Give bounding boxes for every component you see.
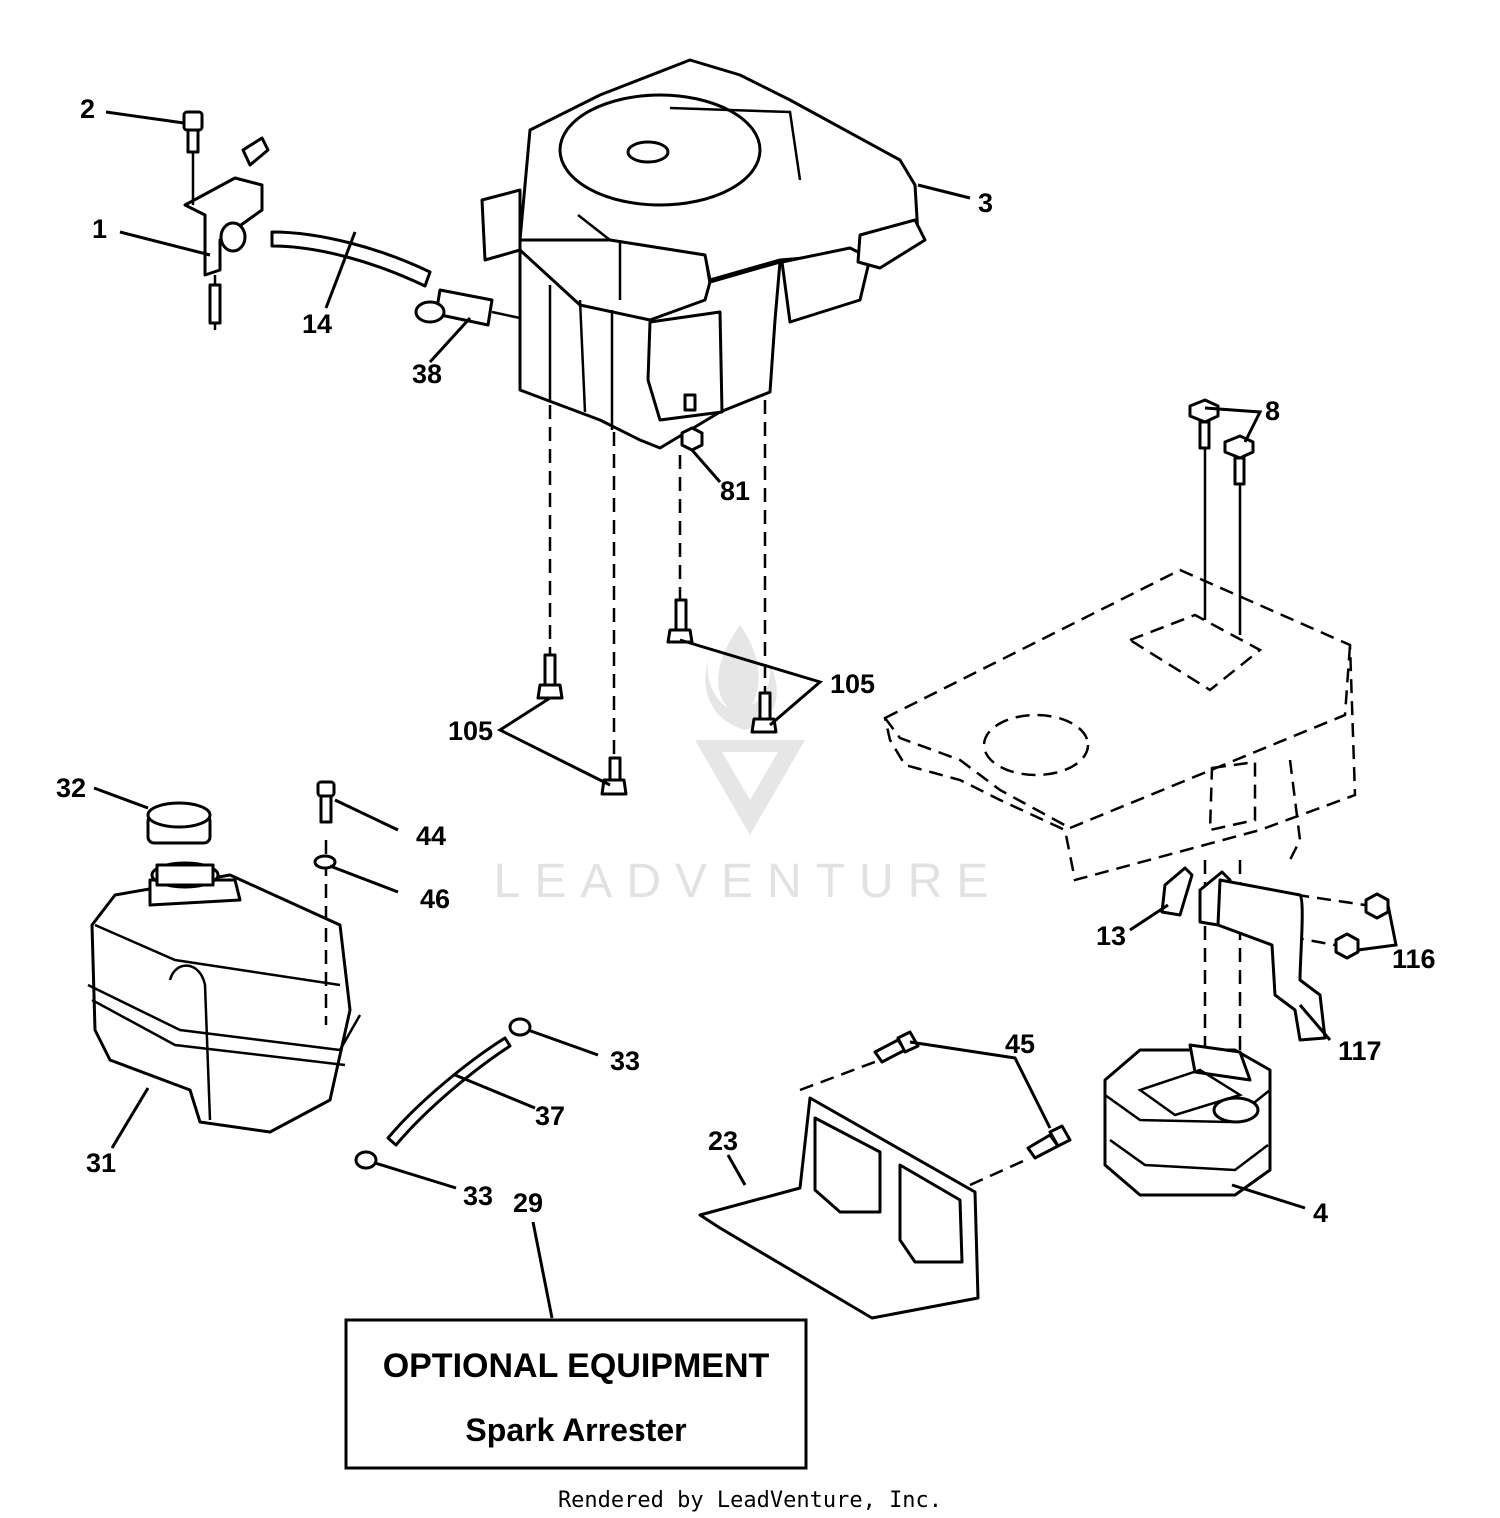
label-part-3: 3 [978, 188, 993, 218]
label-part-23: 23 [708, 1126, 738, 1156]
optional-equipment-subtitle: Spark Arrester [465, 1412, 686, 1448]
muffler [1103, 1043, 1272, 1197]
label-part-44: 44 [416, 821, 446, 851]
drain-nut [680, 426, 704, 452]
label-part-37: 37 [535, 1101, 565, 1131]
tractor-frame [883, 568, 1357, 882]
heat-shield [698, 1096, 980, 1320]
fuel-cap [146, 801, 212, 845]
throttle-bracket [183, 136, 270, 330]
render-credit: Rendered by LeadVenture, Inc. [558, 1488, 942, 1513]
hose-clamps [354, 1017, 532, 1170]
label-part-105-right: 105 [830, 669, 875, 699]
exhaust-pipe [1216, 878, 1327, 1042]
engine [480, 58, 927, 450]
label-part-32: 32 [56, 773, 86, 803]
label-part-33-bottom: 33 [463, 1181, 493, 1211]
label-part-33-top: 33 [610, 1046, 640, 1076]
part-labels: 2 1 3 14 38 81 8 105 105 32 44 46 13 116… [56, 94, 1436, 1228]
engine-bolt-axes [548, 400, 767, 760]
optional-equipment-title: OPTIONAL EQUIPMENT [383, 1347, 770, 1385]
watermark-v-icon [695, 740, 805, 835]
label-part-81: 81 [720, 476, 750, 506]
tank-washer [313, 854, 337, 870]
fuel-hose [386, 1036, 512, 1147]
label-part-29: 29 [513, 1188, 543, 1218]
label-part-1: 1 [92, 214, 107, 244]
bracket-screw [182, 110, 204, 205]
label-part-46: 46 [420, 884, 450, 914]
label-part-4: 4 [1313, 1198, 1328, 1228]
label-part-117: 117 [1338, 1036, 1382, 1066]
fuel-filter [414, 288, 521, 327]
label-part-38: 38 [412, 359, 442, 389]
watermark: LEADVENTURE [494, 625, 1003, 908]
label-part-105-left: 105 [448, 716, 493, 746]
label-part-116: 116 [1392, 944, 1436, 974]
optional-equipment-box: OPTIONAL EQUIPMENT Spark Arrester [344, 1318, 808, 1470]
leader-lines [93, 110, 1398, 1319]
label-part-8: 8 [1265, 396, 1280, 426]
engine-bolts [536, 598, 778, 796]
frame-bolts [1188, 398, 1255, 635]
watermark-text: LEADVENTURE [494, 855, 1003, 908]
label-part-14: 14 [302, 309, 332, 339]
label-part-13: 13 [1096, 921, 1126, 951]
fuel-line [270, 230, 432, 288]
shield-bolts [873, 1030, 1072, 1160]
label-part-31: 31 [86, 1148, 116, 1178]
fuel-tank [87, 861, 362, 1134]
label-part-45: 45 [1005, 1029, 1035, 1059]
label-part-2: 2 [80, 94, 95, 124]
tank-screw [316, 780, 336, 1025]
